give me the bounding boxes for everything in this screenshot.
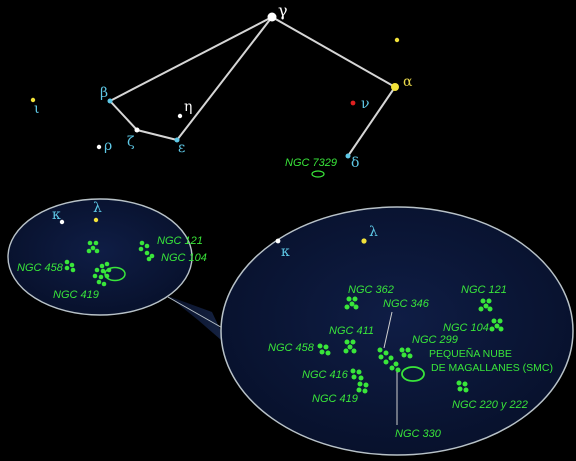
small-smc-outline (104, 266, 126, 282)
label-rho: ρ (104, 138, 112, 154)
small-label-ngc121: NGC 121 (157, 235, 203, 247)
small-cluster-ngc458 (64, 259, 76, 273)
label-ngc416: NGC 416 (302, 369, 349, 381)
star-gamma (267, 12, 277, 22)
cluster-ngc419 (356, 381, 369, 394)
label-ngc411: NGC 411 (329, 325, 374, 337)
star-eta (177, 113, 183, 119)
star-delta (345, 153, 351, 159)
small-star-lambda (93, 217, 99, 223)
label-alpha: α (403, 74, 413, 90)
small-star-kappa (59, 219, 65, 225)
large-star-kappa (275, 238, 281, 244)
cluster-ngc411 (343, 339, 357, 354)
zoom-connector (168, 296, 228, 346)
star-zeta (134, 127, 140, 133)
line-beta-zeta (109, 100, 138, 131)
label-ngc220-222: NGC 220 y 222 (452, 399, 528, 411)
label-iota: ι (34, 101, 40, 117)
small-cluster-group-a (86, 240, 100, 254)
line-alpha-delta (347, 86, 396, 157)
label-ngc7329: NGC 7329 (285, 157, 337, 169)
label-ngc346: NGC 346 (383, 298, 430, 310)
small-label-kappa: κ (52, 207, 61, 223)
label-ngc419: NGC 419 (312, 393, 358, 405)
large-inset-frame (220, 206, 574, 456)
small-inset-frame (7, 198, 193, 316)
small-label-ngc104: NGC 104 (161, 252, 207, 264)
zoom-connector-line (167, 296, 227, 331)
cluster-ngc220-222 (456, 380, 469, 393)
star-nu (350, 100, 356, 106)
label-smc-line1: PEQUEÑA NUBE (429, 347, 512, 360)
label-beta: β (100, 85, 108, 101)
label-delta: δ (351, 155, 359, 171)
label-ngc104: NGC 104 (443, 322, 489, 334)
label-ngc121: NGC 121 (461, 284, 507, 296)
label-ngc330: NGC 330 (395, 428, 442, 440)
label-nu: ν (361, 96, 370, 112)
cluster-ngc362 (344, 296, 359, 310)
cluster-smc-core (377, 347, 413, 373)
star-beta (107, 98, 113, 104)
small-inset: κ λ NGC 121 NGC 104 (7, 198, 207, 316)
line-zeta-epsilon (136, 129, 178, 141)
large-label-lambda: λ (369, 224, 378, 240)
star-unlabeled-yellow (394, 37, 400, 43)
label-smc-line2: DE MAGALLANES (SMC) (431, 362, 553, 374)
cluster-ngc458 (317, 343, 331, 356)
galaxy-ngc7329 (311, 170, 325, 178)
small-label-ngc419: NGC 419 (53, 289, 99, 301)
label-ngc458: NGC 458 (268, 342, 315, 354)
label-ngc362: NGC 362 (348, 284, 394, 296)
large-star-lambda (361, 238, 367, 244)
label-ngc299: NGC 299 (412, 334, 458, 346)
label-eta: η (184, 99, 192, 115)
small-label-lambda: λ (93, 200, 102, 216)
cluster-ngc121 (478, 298, 493, 312)
star-rho (96, 144, 102, 150)
pointer-ngc346 (383, 311, 393, 349)
large-inset: κ λ (220, 206, 574, 456)
line-gamma-alpha (271, 16, 396, 88)
small-label-ngc458: NGC 458 (17, 262, 64, 274)
label-gamma: γ (278, 1, 288, 20)
star-epsilon (174, 137, 180, 143)
small-cluster-ngc121-104 (138, 240, 155, 262)
constellation-stars: γ α β η ζ ε ι ρ ν δ (30, 1, 413, 171)
smc-outline (401, 366, 425, 382)
line-gamma-epsilon (176, 16, 273, 141)
cluster-ngc416 (350, 368, 364, 381)
star-alpha (391, 83, 399, 91)
label-zeta: ζ (127, 134, 135, 150)
cluster-ngc104 (489, 318, 504, 332)
star-iota (30, 97, 36, 103)
large-label-kappa: κ (281, 244, 290, 260)
label-epsilon: ε (178, 140, 185, 156)
line-gamma-beta (109, 16, 273, 102)
constellation-lines (109, 16, 396, 157)
